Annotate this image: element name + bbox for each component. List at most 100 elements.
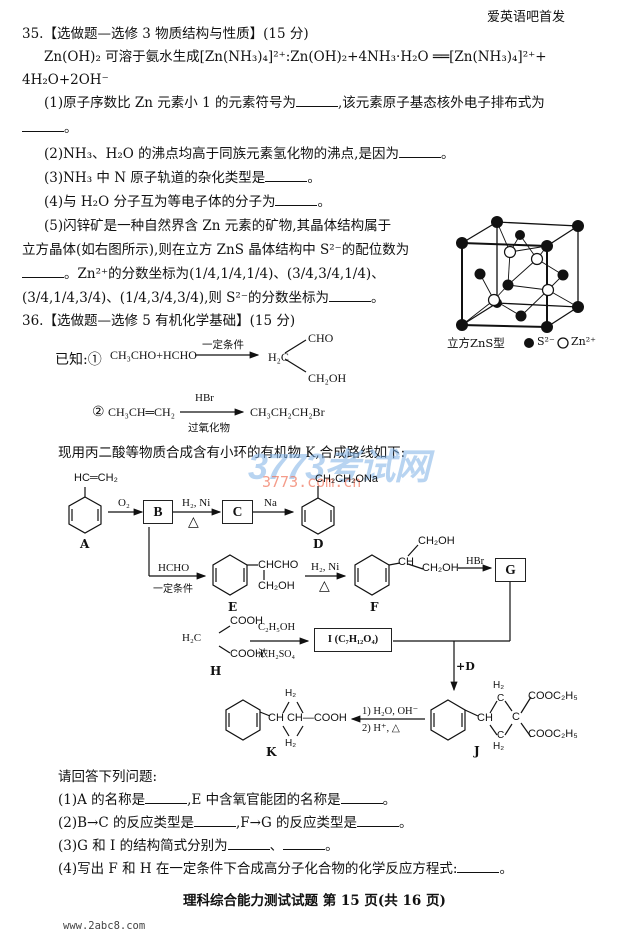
q36-s4-text-a: (4)写出 F 和 H 在一定条件下合成高分子化合物的化学反应方程式: bbox=[58, 861, 458, 877]
q36-s3-text-c: 。 bbox=[325, 838, 339, 854]
answer-blank[interactable] bbox=[265, 169, 308, 182]
known-label: 已知:① bbox=[55, 352, 102, 368]
r1-product-bottom: CH₂OH bbox=[308, 371, 347, 385]
answer-blank[interactable] bbox=[227, 837, 270, 850]
compound-g-box: G bbox=[495, 558, 526, 582]
answer-blank[interactable] bbox=[295, 94, 338, 107]
condition-label: 一定条件 bbox=[153, 584, 193, 595]
q35-part5-line1: (5)闪锌矿是一种自然界含 Zn 元素的矿物,其晶体结构属于 bbox=[44, 218, 392, 234]
answer-blank[interactable] bbox=[145, 791, 188, 804]
q36-title: 36.【选做题—选修 5 有机化学基础】(15 分) bbox=[22, 313, 296, 329]
route-intro: 现用丙二酸等物质合成含有小环的有机物 K,合成路线如下: bbox=[58, 445, 406, 461]
figure-caption: 立方ZnS型 bbox=[447, 336, 505, 350]
r1-product-top: CHO bbox=[308, 331, 334, 345]
k-chain: CH CH—COOH bbox=[268, 712, 347, 724]
j-ester-1: COOC₂H₅ bbox=[528, 690, 578, 702]
j-ch: CH bbox=[477, 712, 493, 724]
r1-condition: 一定条件 bbox=[202, 339, 244, 351]
q35-p1-text-c: 。 bbox=[64, 120, 78, 136]
h-top: COOH bbox=[230, 615, 263, 627]
answer-blank[interactable] bbox=[22, 119, 64, 132]
j-c-bottom: C bbox=[497, 730, 505, 741]
answer-blank[interactable] bbox=[328, 289, 371, 302]
q36-s2-text-c: 。 bbox=[399, 815, 413, 831]
q36-sub2: (2)B→C 的反应类型是 ,F→G 的反应类型是 。 bbox=[58, 813, 413, 833]
q36-s1-text-a: (1)A 的名称是 bbox=[58, 792, 146, 808]
h2-ni-reagent-2: H₂, Ni bbox=[311, 561, 340, 573]
label-e: E bbox=[228, 600, 238, 614]
source-tag: 爱英语吧首发 bbox=[487, 10, 566, 25]
a-substituent: HC═CH₂ bbox=[74, 472, 118, 484]
page-footer: 理科综合能力测试试题 第 15 页(共 16 页) bbox=[183, 893, 446, 909]
hbr-reagent: HBr bbox=[466, 556, 485, 567]
q36-sub4: (4)写出 F 和 H 在一定条件下合成高分子化合物的化学反应方程式:。 bbox=[58, 859, 513, 879]
q35-part1: (1)原子序数比 Zn 元素小 1 的元素符号为,该元素原子基态核外电子排布式为 bbox=[44, 93, 545, 113]
hcho-reagent: HCHO bbox=[158, 562, 190, 574]
h2-ni-reagent-1: H₂, Ni bbox=[182, 497, 211, 509]
r2-reagent: HBr bbox=[195, 392, 214, 404]
q36-s1-text-b: ,E 中含氧官能团的名称是 bbox=[187, 792, 341, 808]
e-substituent-1: CHCHO bbox=[258, 559, 299, 571]
k-h2-top: H₂ bbox=[285, 688, 297, 699]
q35-p5-text-d: (3/4,1/4,3/4)、(1/4,3/4,3/4),则 S²⁻的分数坐标为 bbox=[22, 290, 329, 306]
r2-product: CH₃CH₂CH₂Br bbox=[250, 405, 325, 419]
ethanol-reagent: C₂H₅OH bbox=[258, 622, 296, 633]
sulfuric-acid-reagent: 浓H₂SO₄ bbox=[258, 649, 295, 660]
compound-b-box: B bbox=[143, 500, 173, 524]
heat-symbol-2: △ bbox=[319, 578, 330, 594]
answer-blank[interactable] bbox=[283, 837, 326, 850]
q35-p5-text-c: 。Zn²⁺的分数坐标为(1/4,1/4,1/4)、(3/4,3/4,1/4)、 bbox=[64, 266, 385, 282]
q35-p4-text-a: (4)与 H₂O 分子互为等电子体的分子为 bbox=[44, 194, 276, 210]
q35-part5-line3: 。Zn²⁺的分数坐标为(1/4,1/4,1/4)、(3/4,3/4,1/4)、 bbox=[22, 264, 385, 284]
f-substituent-1: CH₂OH bbox=[418, 535, 455, 547]
q35-part4: (4)与 H₂O 分子互为等电子体的分子为 。 bbox=[44, 192, 331, 212]
answer-blank[interactable] bbox=[357, 814, 400, 827]
q36-sub1: (1)A 的名称是,E 中含氧官能团的名称是。 bbox=[58, 790, 396, 810]
watermark-logo: 3773考试网 bbox=[248, 446, 430, 487]
r1-reactants: CH₃CHO+HCHO bbox=[110, 348, 197, 362]
q35-p3-text-b: 。 bbox=[307, 170, 321, 186]
na-reagent: Na bbox=[264, 497, 277, 509]
answer-blank[interactable] bbox=[340, 791, 383, 804]
label-a: A bbox=[80, 537, 90, 551]
q36-s2-text-a: (2)B→C 的反应类型是 bbox=[58, 815, 194, 831]
q35-intro-line1: Zn(OH)₂ 可溶于氨水生成[Zn(NH₃)₄]²⁺:Zn(OH)₂+4NH₃… bbox=[44, 49, 547, 65]
ask-prompt: 请回答下列问题: bbox=[58, 769, 158, 785]
q35-p5-text-e: 。 bbox=[370, 290, 385, 306]
q35-p4-text-b: 。 bbox=[317, 194, 331, 210]
q36-s2-text-b: ,F→G 的反应类型是 bbox=[235, 815, 358, 831]
j-h2-top: H₂ bbox=[493, 680, 505, 691]
answer-blank[interactable] bbox=[193, 814, 236, 827]
j-c-center: C bbox=[512, 711, 520, 723]
answer-blank[interactable] bbox=[275, 193, 318, 206]
q36-s3-text-a: (3)G 和 I 的结构简式分别为 bbox=[58, 838, 228, 854]
compound-c-box: C bbox=[222, 500, 253, 524]
q35-p2-text-b: 。 bbox=[440, 146, 455, 162]
answer-blank[interactable] bbox=[457, 860, 500, 873]
plus-d-label: +D bbox=[456, 660, 475, 673]
q35-p3-text-a: (3)NH₃ 中 N 原子轨道的杂化类型是 bbox=[44, 170, 266, 186]
r1-product-core: H₂C bbox=[268, 350, 289, 364]
compound-i-box: I (C₇H₁₂O₄) bbox=[314, 628, 392, 652]
site-url: www.2abc8.com bbox=[63, 920, 146, 932]
watermark-url: 3773.com.cn bbox=[262, 473, 362, 491]
heat-symbol-1: △ bbox=[188, 514, 199, 530]
answer-blank[interactable] bbox=[398, 145, 441, 158]
r2-label: ② bbox=[92, 404, 105, 420]
h-core: H₂C bbox=[182, 632, 202, 644]
j-ester-2: COOC₂H₅ bbox=[528, 728, 578, 740]
r2-condition: 过氧化物 bbox=[188, 422, 230, 434]
q35-intro-line2: 4H₂O+2OH⁻ bbox=[22, 72, 109, 88]
answer-blank[interactable] bbox=[22, 265, 64, 278]
q35-p1-text-a: (1)原子序数比 Zn 元素小 1 的元素符号为 bbox=[44, 95, 296, 111]
j-c-top: C bbox=[497, 693, 505, 704]
legend-s2: S²⁻ bbox=[537, 335, 555, 348]
q35-title: 35.【选做题—选修 3 物质结构与性质】(15 分) bbox=[22, 26, 309, 42]
label-d: D bbox=[313, 537, 324, 551]
label-k: K bbox=[266, 745, 277, 759]
label-h: H bbox=[210, 664, 222, 678]
hydrolysis-step-1: 1) H₂O, OH⁻ bbox=[362, 706, 419, 717]
r2-reactant: CH₃CH═CH₂ bbox=[108, 405, 175, 419]
q35-p2-text-a: (2)NH₃、H₂O 的沸点均高于同族元素氢化物的沸点,是因为 bbox=[44, 146, 399, 162]
q35-part5-line4: (3/4,1/4,3/4)、(1/4,3/4,3/4),则 S²⁻的分数坐标为 。 bbox=[22, 288, 384, 308]
